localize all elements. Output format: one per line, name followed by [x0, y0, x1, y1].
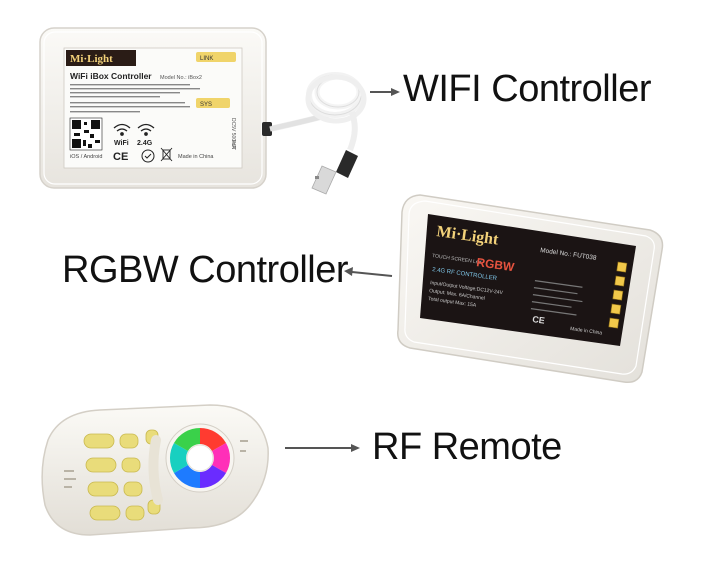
color-wheel-icon — [165, 423, 235, 493]
signal-icon — [137, 123, 155, 136]
rgbw-controller-device: Mi·Light Model No.: FUT038 TOUCH SCREEN … — [397, 194, 664, 384]
check-mark-icon — [141, 149, 155, 163]
wifi-model-no: Model No.: iBox2 — [160, 75, 202, 81]
usb-cable — [269, 72, 367, 195]
wifi-sys-label: SYS — [200, 102, 212, 108]
remote-callout-arrow — [285, 444, 360, 452]
wifi-ce-mark: CE — [113, 151, 128, 163]
qr-code-icon — [69, 117, 103, 151]
rgbw-controller-label: RGBW Controller — [62, 249, 349, 291]
rgbw-ce-mark: CE — [532, 314, 546, 326]
wifi-callout-arrow — [370, 88, 400, 96]
rf-remote-device — [41, 404, 269, 536]
wifi-ibox-device: Mi·Light LINK WiFi iBox Controller Model… — [39, 27, 272, 189]
wifi-icon — [113, 123, 131, 136]
wifi-text: WiFi — [114, 140, 129, 147]
wifi-rst-label: RST — [230, 140, 236, 150]
wifi-os-label: iOS / Android — [70, 154, 102, 160]
wifi-controller-label: WIFI Controller — [403, 68, 651, 110]
rf-remote-label: RF Remote — [372, 426, 562, 468]
rgbw-callout-arrow — [344, 267, 393, 277]
wifi-power-rating: DC5V 500mA — [230, 118, 236, 149]
rgbw-title: RGBW — [476, 255, 516, 274]
rgbw-made-in: Made in China — [570, 326, 603, 336]
weee-bin-icon — [160, 147, 173, 162]
wifi-product-name: WiFi iBox Controller — [70, 71, 152, 81]
wifi-band: 2.4G — [137, 140, 153, 147]
wifi-brand-logo: Mi·Light — [70, 53, 113, 65]
wifi-made-in: Made in China — [178, 154, 214, 160]
wifi-link-label: LINK — [200, 56, 213, 62]
